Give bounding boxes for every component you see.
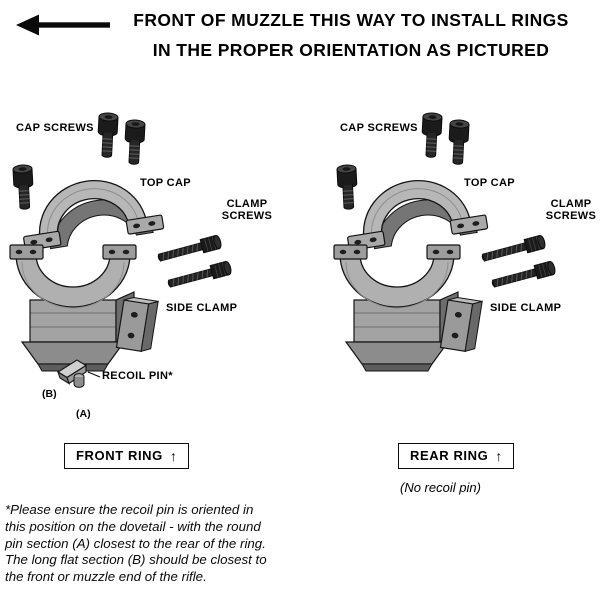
label-recoil-pin: RECOIL PIN*: [102, 370, 173, 382]
label-top-cap: TOP CAP: [464, 177, 515, 189]
clamp-screw-icon: [489, 260, 557, 292]
front-ring-exploded-view: [9, 112, 233, 388]
left-arrow-icon: [16, 14, 110, 36]
label-side-clamp: SIDE CLAMP: [490, 302, 562, 314]
label-top-cap: TOP CAP: [140, 177, 191, 189]
ring-body-part: [333, 244, 483, 372]
cap-screw-icon: [96, 112, 119, 159]
label-pin-b: (B): [42, 388, 57, 400]
front-ring-caption: FRONT RING ↑: [64, 443, 189, 469]
up-arrow-icon: ↑: [495, 447, 503, 464]
footnote: *Please ensure the recoil pin is oriente…: [5, 502, 267, 584]
label-side-clamp: SIDE CLAMP: [166, 302, 238, 314]
clamp-screw-icon: [479, 234, 547, 266]
rear-ring-caption: REAR RING ↑: [398, 443, 515, 469]
clamp-screw-icon: [155, 234, 223, 266]
cap-screw-icon: [123, 119, 146, 166]
up-arrow-icon: ↑: [169, 447, 177, 464]
cap-screw-icon: [12, 163, 35, 211]
label-cap-screws: CAP SCREWS: [340, 122, 418, 134]
ring-body-part: [9, 244, 159, 372]
rear-ring-caption-text: REAR RING: [410, 448, 489, 463]
front-ring-caption-text: FRONT RING: [76, 448, 163, 463]
label-clamp-screws: CLAMP SCREWS: [545, 198, 597, 222]
rear-ring-note: (No recoil pin): [400, 480, 481, 495]
page-title: FRONT OF MUZZLE THIS WAY TO INSTALL RING…: [133, 10, 569, 61]
recoil-pin-leader-line: [87, 371, 101, 378]
cap-screw-icon: [447, 119, 470, 166]
cap-screw-icon: [336, 163, 359, 211]
cap-screw-icon: [420, 112, 443, 159]
rear-ring-exploded-view: [333, 112, 557, 372]
front-ring-diagram: CAP SCREWS TOP CAP CLAMP SCREWS SIDE CLA…: [6, 106, 296, 441]
clamp-screw-icon: [165, 260, 233, 292]
label-clamp-screws: CLAMP SCREWS: [221, 198, 273, 222]
label-pin-a: (A): [76, 408, 91, 420]
rear-ring-diagram: CAP SCREWS TOP CAP CLAMP SCREWS SIDE CLA…: [330, 106, 600, 441]
label-cap-screws: CAP SCREWS: [16, 122, 94, 134]
